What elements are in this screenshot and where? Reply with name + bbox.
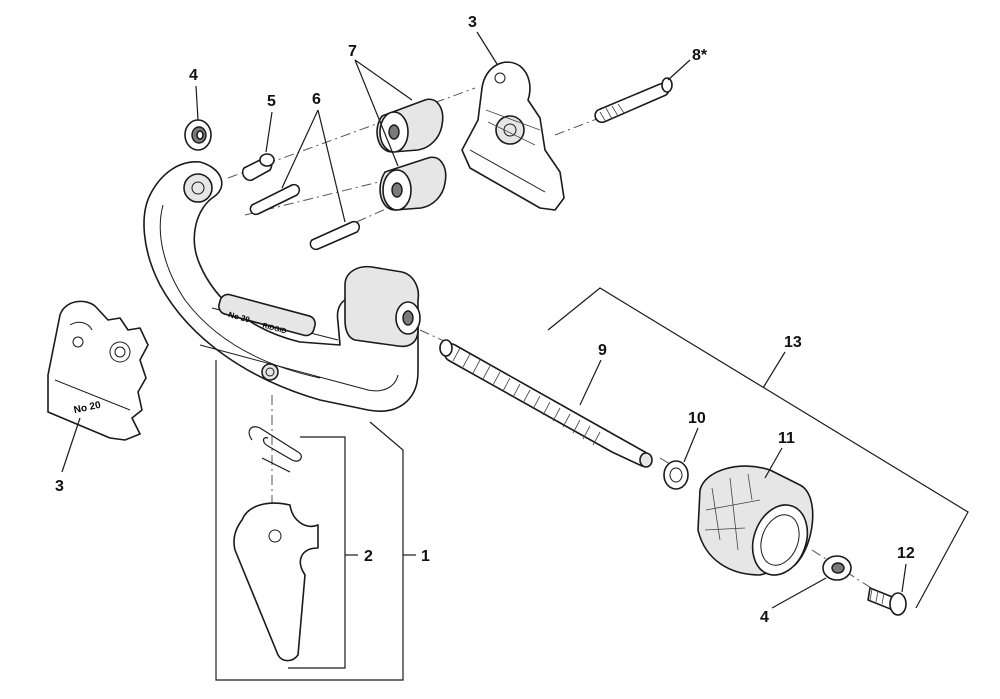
callout-3-top: 3 <box>468 14 477 31</box>
roll-pins <box>249 183 360 251</box>
washer-top <box>184 119 212 151</box>
callout-6: 6 <box>312 91 321 108</box>
callout-9: 9 <box>598 342 607 359</box>
feed-screw <box>439 339 653 468</box>
callout-8: 8* <box>692 47 708 64</box>
rollers <box>376 98 447 211</box>
feed-knob <box>697 465 814 576</box>
short-pin <box>241 153 275 182</box>
callout-labels: 1 2 3 3 4 4 5 6 7 8* 9 10 11 12 13 <box>55 14 915 626</box>
washer-bottom <box>822 555 852 581</box>
callout-1: 1 <box>421 548 430 565</box>
callout-10: 10 <box>688 410 706 427</box>
callout-4-top: 4 <box>189 67 198 84</box>
callout-5: 5 <box>267 93 276 110</box>
callout-2: 2 <box>364 548 373 565</box>
roll-plate-left: No 20 <box>47 300 149 441</box>
callout-11: 11 <box>778 430 795 447</box>
axle-pin <box>594 77 673 124</box>
retaining-screw <box>867 587 907 616</box>
callout-12: 12 <box>897 545 915 562</box>
blade-part <box>233 426 319 662</box>
callout-13: 13 <box>784 334 802 351</box>
callout-7: 7 <box>348 43 357 60</box>
callout-4-bottom: 4 <box>760 609 769 626</box>
roll-plate-top <box>461 61 565 211</box>
frame-part: No 20 RIDGID <box>143 161 421 412</box>
callout-3-left: 3 <box>55 478 64 495</box>
thrust-washer <box>663 460 689 490</box>
leader-lines <box>61 31 969 681</box>
